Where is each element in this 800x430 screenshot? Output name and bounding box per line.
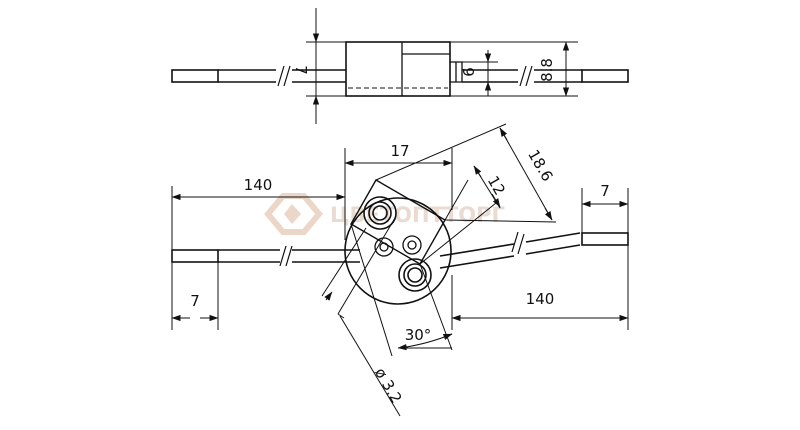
front-dim-186 (375, 123, 557, 223)
top-dim-88-label: 8.8 (538, 58, 556, 82)
front-dim-140-right-label: 140 (526, 290, 555, 308)
front-dim-140-right (451, 245, 629, 330)
front-dim-pin-dia (321, 217, 401, 417)
top-dim-88 (450, 41, 578, 97)
top-right-wire (462, 65, 629, 87)
top-view (171, 8, 629, 124)
front-dim-7-left-label: 7 (190, 292, 200, 310)
top-dim-6 (462, 50, 498, 96)
front-dim-7-right-label: 7 (600, 182, 610, 200)
pin-bottom (398, 258, 432, 292)
front-dim-pin-dia-label: ø 3.2 (371, 365, 405, 407)
front-dim-7-right (581, 188, 629, 233)
front-dim-7-left (171, 262, 219, 330)
base-body (344, 197, 452, 305)
front-dim-17 (344, 148, 453, 240)
top-housing (345, 41, 463, 97)
pin-top (363, 196, 397, 230)
top-dim-6-label: 6 (460, 67, 478, 77)
contact-holes (374, 235, 422, 257)
front-dim-angle (350, 223, 453, 357)
top-left-wire (171, 65, 346, 87)
front-dim-angle-label: 30° (405, 326, 432, 344)
front-dim-17-label: 17 (390, 142, 409, 160)
front-right-wire (439, 231, 629, 269)
front-left-wire (171, 245, 360, 267)
front-dim-140-left-label: 140 (244, 176, 273, 194)
watermark-logo-icon (264, 193, 323, 235)
front-view (171, 123, 629, 417)
front-dim-12-label: 12 (484, 173, 509, 199)
front-dim-12 (419, 165, 501, 265)
top-dim-7 (306, 8, 346, 124)
top-dim-7-label: 7 (292, 65, 310, 75)
